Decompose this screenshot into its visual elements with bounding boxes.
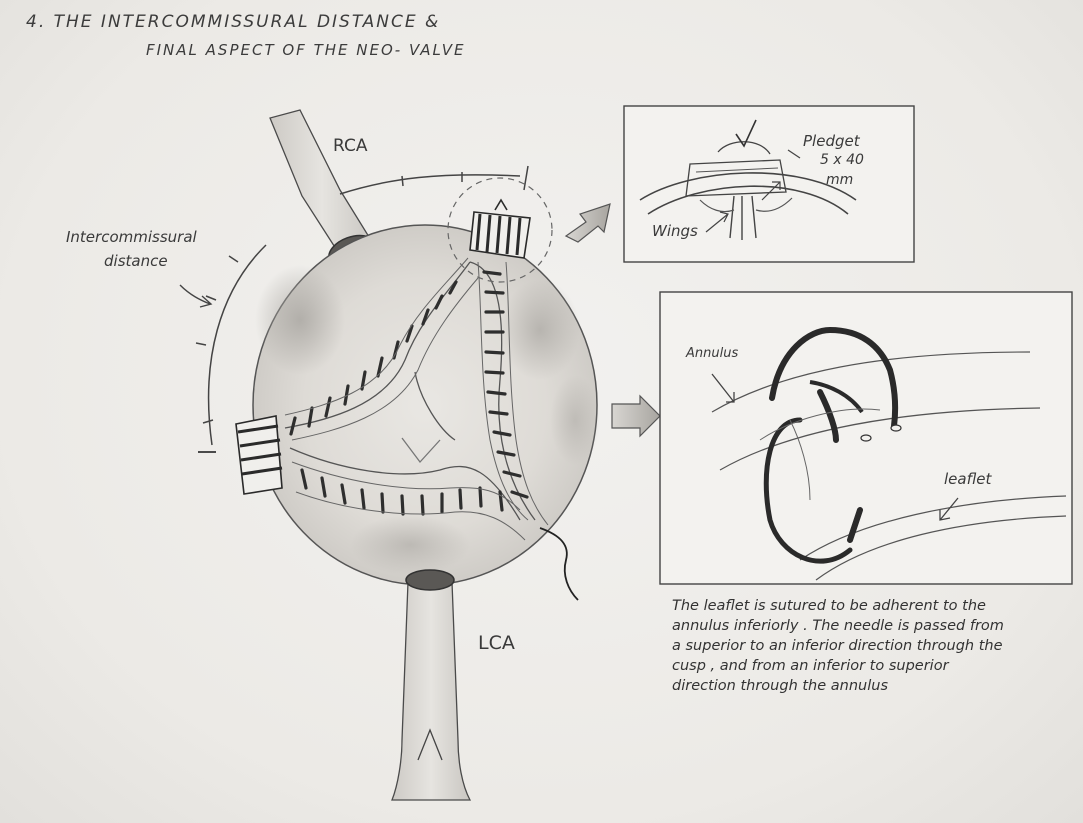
wings-label: Wings [652, 222, 698, 240]
lca-label: LCA [478, 632, 515, 654]
arrow-to-bottom-inset [612, 396, 660, 436]
pledget-size: 5 x 40 [820, 152, 864, 168]
figure-caption: The leaflet is sutured to be adherent to… [672, 596, 1012, 696]
annulus-label: Annulus [686, 346, 738, 361]
suture-thread [540, 528, 578, 600]
rca-label: RCA [333, 136, 367, 156]
pledget-top-commissure [470, 200, 530, 258]
inset-annulus-suture-detail [660, 292, 1072, 584]
pledget-label: Pledget [803, 132, 860, 150]
pledget-unit: mm [826, 172, 853, 188]
lca-vessel [392, 570, 470, 800]
intercommissural-label-line-1: Intercommissural [66, 228, 197, 246]
intercommissural-label-line-2: distance [104, 252, 168, 270]
leaflet-label: leaflet [944, 470, 991, 488]
arrow-to-top-inset [566, 204, 610, 242]
pledget-left-commissure [236, 416, 282, 494]
